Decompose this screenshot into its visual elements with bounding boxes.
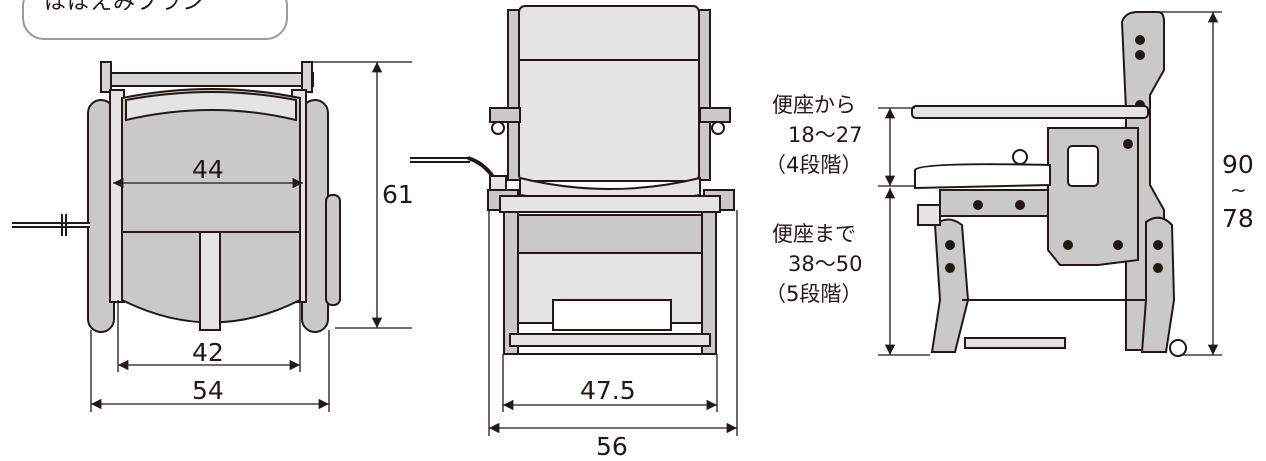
armrest-line-2: 18～27 bbox=[788, 123, 863, 147]
side-view bbox=[911, 11, 1187, 357]
top-seat-width-label: 42 bbox=[192, 338, 224, 367]
armrest-line-1: 便座から bbox=[772, 93, 856, 117]
side-view-dims bbox=[878, 11, 1222, 356]
seat-line-3: （5段階） bbox=[765, 282, 863, 306]
top-depth-label: 61 bbox=[382, 180, 414, 209]
side-height-tilde: ~ bbox=[1230, 178, 1247, 202]
top-view-dims bbox=[90, 61, 412, 412]
armrest-line-3: （4段階） bbox=[765, 153, 863, 177]
front-view bbox=[410, 5, 735, 355]
front-inner-width-label: 47.5 bbox=[580, 376, 636, 405]
side-height-top-label: 90 bbox=[1222, 150, 1254, 179]
plan-badge-label: ほほえみプラン bbox=[44, 0, 206, 15]
front-view-dims bbox=[488, 210, 738, 436]
side-height-bottom-label: 78 bbox=[1222, 204, 1254, 233]
top-view bbox=[12, 61, 341, 333]
plan-badge: ほほえみプラン bbox=[22, 0, 288, 40]
seat-line-1: 便座まで bbox=[772, 222, 856, 246]
seat-line-2: 38～50 bbox=[788, 252, 863, 276]
front-overall-width-label: 56 bbox=[596, 432, 628, 461]
top-overall-width-label: 54 bbox=[192, 376, 224, 405]
top-inner-width-label: 44 bbox=[192, 155, 224, 184]
